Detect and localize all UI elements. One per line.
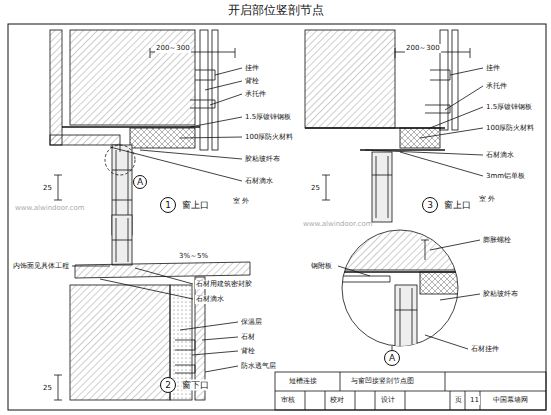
part-label: 200～300 xyxy=(155,44,191,53)
callout-title: 窗上口 xyxy=(182,200,209,211)
part-label: 室 外 xyxy=(478,195,496,204)
part-label: 25 xyxy=(42,184,53,193)
callout-number: A xyxy=(134,176,146,188)
callout-circle: A xyxy=(384,350,400,366)
title-block-cell: 校对 xyxy=(329,396,345,405)
part-label: 膨胀螺栓 xyxy=(482,236,512,245)
part-label: 胶粘玻纤布 xyxy=(482,290,519,299)
callout-circle: 3窗上口 xyxy=(422,197,438,213)
watermark: www.alwindoor.com xyxy=(302,220,374,229)
callout-number: 2 xyxy=(161,378,175,392)
part-label: 石材挂件 xyxy=(470,345,500,354)
watermark: www.alwindoor.com xyxy=(14,204,86,213)
callout-circle: 1窗上口 xyxy=(160,197,176,213)
callout-title: 窗上口 xyxy=(444,200,471,211)
part-label: 承托件 xyxy=(244,90,267,99)
part-label: 石材滴水 xyxy=(244,177,274,186)
callout-number: 3 xyxy=(423,198,437,212)
callout-circle: 2窗下口 xyxy=(160,377,176,393)
part-label: 防水透气层 xyxy=(240,362,277,371)
title-block-cell: 审核 xyxy=(280,396,296,405)
part-label: 挂件 xyxy=(244,64,260,73)
title-block-cell: 设计 xyxy=(380,396,396,405)
part-label: 石材滴水 xyxy=(195,295,225,304)
part-label: 25 xyxy=(310,184,321,193)
part-label: 1.5厚镀锌钢板 xyxy=(485,103,533,112)
part-label: 胶粘玻纤布 xyxy=(244,155,281,164)
callout-number: 1 xyxy=(161,198,175,212)
part-label: 1.5厚镀锌钢板 xyxy=(244,113,292,122)
part-label: 200～300 xyxy=(405,44,441,53)
title-block-cell: 11 xyxy=(469,396,480,405)
title-block-cell: 短槽连接 xyxy=(288,377,318,386)
part-label: 25 xyxy=(42,384,53,393)
title-block-cell: 中国幕墙网 xyxy=(492,396,529,405)
part-label: 承托件 xyxy=(485,82,508,91)
part-label: 挂件 xyxy=(485,64,501,73)
part-label: 背栓 xyxy=(240,347,256,356)
part-label: 室 外 xyxy=(232,197,250,206)
callout-title: 窗下口 xyxy=(182,380,209,391)
part-label: 石材 xyxy=(240,333,256,342)
title-block-cell: 页 xyxy=(454,396,463,405)
part-label: 3%～5% xyxy=(178,252,209,261)
title-block-cell: 与窗凹接竖剖节点图 xyxy=(350,377,415,386)
part-label: 内饰面见具体工程 xyxy=(12,262,70,271)
part-label: 背栓 xyxy=(244,77,260,86)
part-label: 石材用建筑密封胶 xyxy=(195,280,253,289)
callout-number: A xyxy=(385,351,399,365)
part-label: 3mm铝单板 xyxy=(485,172,526,181)
part-label: 100厚防火材料 xyxy=(244,133,294,142)
part-label: 钢附板 xyxy=(310,262,333,271)
part-label: 石材滴水 xyxy=(485,151,515,160)
part-label: 保温层 xyxy=(240,318,263,327)
callout-circle: A xyxy=(133,175,147,189)
part-label: 100厚防火材料 xyxy=(485,124,535,133)
drawing-title: 开启部位竖剖节点 xyxy=(0,3,551,18)
